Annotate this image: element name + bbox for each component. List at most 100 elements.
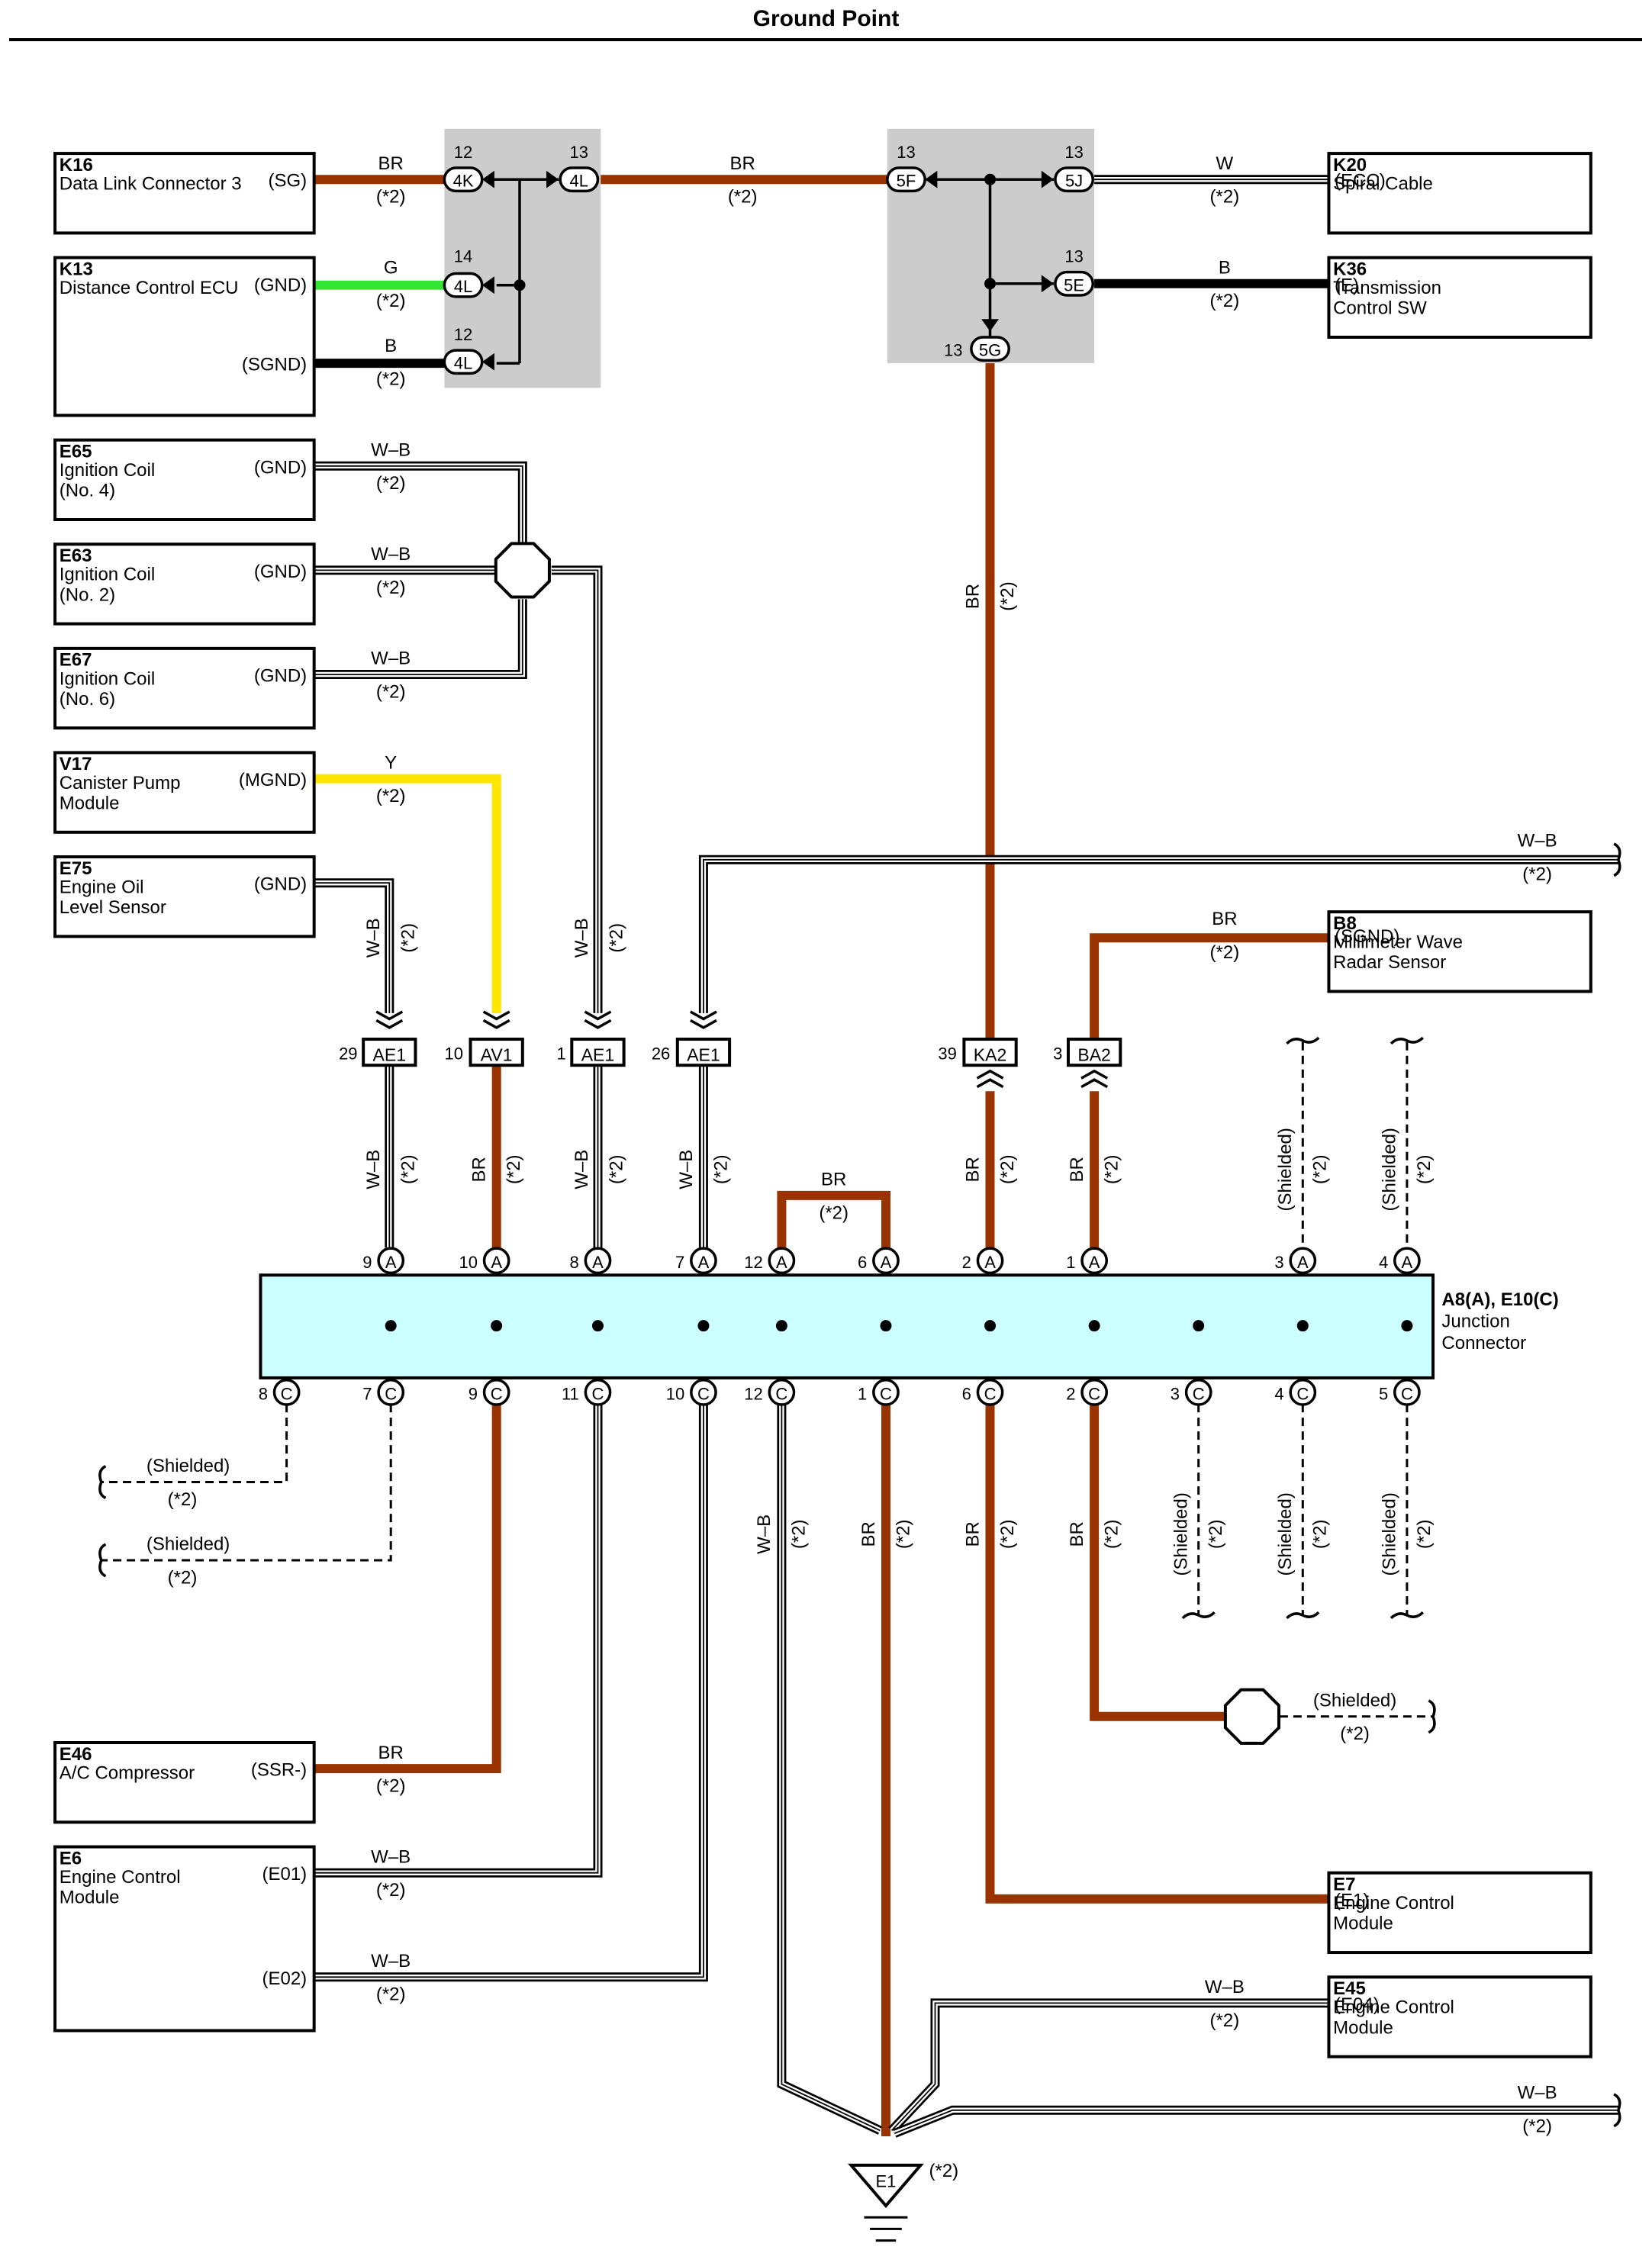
lbl-b8: BR xyxy=(1212,909,1237,929)
note-a12-a6: (*2) xyxy=(819,1202,849,1223)
jc-pin-a3: 3 xyxy=(1274,1253,1283,1272)
jc-pin-a4: 4 xyxy=(1379,1253,1388,1272)
lbl-shield-a3: (Shielded) xyxy=(1275,1128,1296,1211)
note-k16: (*2) xyxy=(376,187,406,208)
connector-4l-12-label: 4L xyxy=(454,354,472,373)
component-e65-id: E65 xyxy=(60,441,92,462)
connector-ka2-39: KA2 xyxy=(962,1038,1018,1067)
jc-pin-a1: 1 xyxy=(1066,1253,1075,1272)
connector-ae1-26-label: AE1 xyxy=(687,1045,720,1065)
component-v17-id: V17 xyxy=(60,754,92,774)
note-av1-10: (*2) xyxy=(504,1154,524,1184)
jc-terminal-c5-label: C xyxy=(1401,1384,1413,1403)
ground-e1-symbol xyxy=(848,2163,924,2209)
wire-c6-e7 xyxy=(985,1404,1329,1904)
brace-shield-c-1 xyxy=(1286,1611,1320,1620)
wire-e65-gnd-core xyxy=(314,463,526,545)
jc-dot-9 xyxy=(1296,1320,1309,1332)
component-e75-name-0: Engine Oil xyxy=(60,877,144,897)
lbl-wb-bottom: W–B xyxy=(1518,2083,1557,2103)
component-k36-id: K36 xyxy=(1333,259,1367,279)
wire-wb-ae1-26-stripe xyxy=(703,858,1618,1013)
connector-5j-label: 5J xyxy=(1065,172,1083,191)
jc-terminal-c4: C xyxy=(1289,1379,1317,1406)
terminal-v17-mgnd: (MGND) xyxy=(239,770,307,790)
jc-terminal-a3: A xyxy=(1289,1247,1317,1275)
jc-terminal-c12-shape xyxy=(768,1379,796,1406)
splice-octagon-ignition xyxy=(494,542,551,599)
lbl-4l-5f: BR xyxy=(729,153,755,174)
lbl-k13-g: G xyxy=(384,258,398,278)
jc-terminal-c5: C xyxy=(1393,1379,1421,1406)
connector-ka2-39-shape xyxy=(962,1038,1018,1067)
component-e6-name-0: Engine Control xyxy=(60,1867,181,1888)
jc-terminal-a10-label: A xyxy=(491,1253,502,1272)
connector-4k: 4K xyxy=(443,166,484,193)
lbl-e63: W–B xyxy=(371,544,411,565)
connector-4l-13-label: 4L xyxy=(570,172,588,191)
connector-4k-shape xyxy=(443,166,484,193)
lbl-ba2: BR xyxy=(1067,1157,1087,1182)
lbl-ae1-1: W–B xyxy=(572,1150,592,1189)
lbl-e65: W–B xyxy=(371,440,411,461)
jc-terminal-c9-shape xyxy=(482,1379,510,1406)
jc-dot-6 xyxy=(984,1320,997,1332)
note-shield-c7: (*2) xyxy=(168,1567,198,1588)
jc-pin-a6: 6 xyxy=(858,1253,867,1272)
wire-a12-a6 xyxy=(777,1190,890,1248)
lbl-shield-splice: (Shielded) xyxy=(1313,1691,1396,1711)
component-e63-frame xyxy=(53,542,316,626)
component-b8-name-0: Millimeter Wave xyxy=(1333,932,1463,953)
jc-terminal-a1-label: A xyxy=(1089,1253,1100,1272)
jc-terminal-a12: A xyxy=(768,1247,796,1275)
note-k20: (*2) xyxy=(1210,187,1240,208)
lbl-e67: W–B xyxy=(371,649,411,669)
component-e46-frame xyxy=(53,1740,316,1824)
terminal-k36-e: (E) xyxy=(1335,275,1359,295)
note-e6-e02: (*2) xyxy=(376,1984,406,2005)
jc-terminal-a10-shape xyxy=(482,1247,510,1275)
lbl-k36: B xyxy=(1219,258,1231,278)
jc-id: A8(A), E10(C) xyxy=(1441,1289,1558,1310)
wire-c12-e1-outline xyxy=(777,1404,882,2135)
note-e46: (*2) xyxy=(376,1775,406,1796)
note-v17: (*2) xyxy=(376,786,406,806)
component-e7-name-0: Engine Control xyxy=(1333,1893,1454,1914)
connector-5g-label: 5G xyxy=(979,341,1001,360)
arrow-5f xyxy=(925,170,938,188)
jc-pin-c12: 12 xyxy=(744,1384,762,1403)
pin-av1-10: 10 xyxy=(445,1044,463,1064)
jc-terminal-c5-shape xyxy=(1393,1379,1421,1406)
jc-terminal-c1-shape xyxy=(872,1379,900,1406)
jc-pin-a7: 7 xyxy=(675,1253,684,1272)
jc-terminal-c12: C xyxy=(768,1379,796,1406)
note-c12: (*2) xyxy=(789,1519,810,1549)
jc-pin-c8: 8 xyxy=(259,1384,268,1403)
brace-shield-c7 xyxy=(98,1543,107,1578)
component-e65-frame xyxy=(53,438,316,522)
connector-ba2-3: BA2 xyxy=(1066,1038,1122,1067)
note-c1: (*2) xyxy=(893,1519,913,1549)
note-wb-top: (*2) xyxy=(1522,864,1552,884)
wire-ign-ae1-1 xyxy=(551,565,603,1013)
jc-terminal-c7-shape xyxy=(377,1379,405,1406)
component-e63-name-0: Ignition Coil xyxy=(60,565,155,585)
jc-terminal-c11-shape xyxy=(584,1379,612,1406)
chev-ka2-39 xyxy=(976,1069,1004,1089)
note-shield-a4: (*2) xyxy=(1414,1154,1435,1184)
note-e63: (*2) xyxy=(376,578,406,598)
terminal-b8-sgnd: (SGND) xyxy=(1335,926,1399,947)
terminal-e6-e01: (E01) xyxy=(262,1864,307,1885)
jc-name-1: Junction xyxy=(1441,1312,1509,1332)
dot-5f-5j xyxy=(984,173,997,185)
component-k13-frame xyxy=(53,256,316,417)
terminal-e45-e04: (E04) xyxy=(1335,1994,1380,2015)
connector-5e: 5E xyxy=(1054,270,1094,297)
jc-terminal-c1-label: C xyxy=(880,1384,892,1403)
